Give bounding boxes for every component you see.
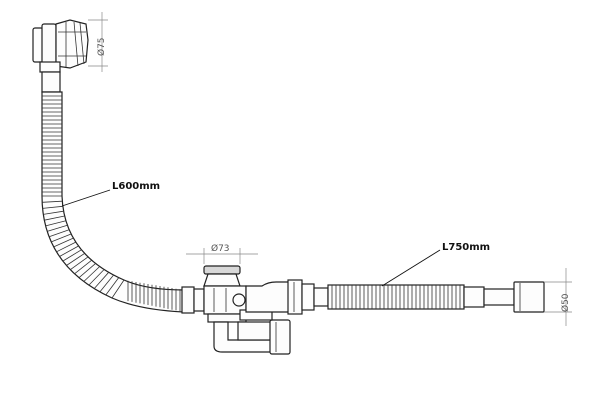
overflow-diameter-dimension: Ø75 bbox=[88, 12, 108, 72]
outlet-diameter-dimension: Ø50 bbox=[544, 268, 572, 326]
waste-body bbox=[181, 265, 329, 355]
drain-hose bbox=[327, 284, 465, 310]
drain-hose-corrugation bbox=[331, 285, 461, 309]
overflow-hose-length-callout: L600mm bbox=[61, 181, 160, 207]
overflow-hose-corrugation bbox=[42, 95, 181, 312]
outlet-fitting bbox=[463, 281, 545, 313]
plug-diameter-dimension: Ø73 bbox=[186, 243, 258, 264]
drain-hose-length-callout: L750mm bbox=[381, 242, 490, 287]
drain-hose-length-label: L750mm bbox=[442, 242, 490, 253]
plug-diameter-label: Ø73 bbox=[211, 243, 230, 254]
overflow-head bbox=[32, 19, 89, 93]
outlet-diameter-label: Ø50 bbox=[560, 293, 571, 312]
overflow-hose bbox=[41, 91, 185, 313]
overflow-hose-length-label: L600mm bbox=[112, 181, 160, 192]
overflow-diameter-label: Ø75 bbox=[96, 37, 107, 56]
